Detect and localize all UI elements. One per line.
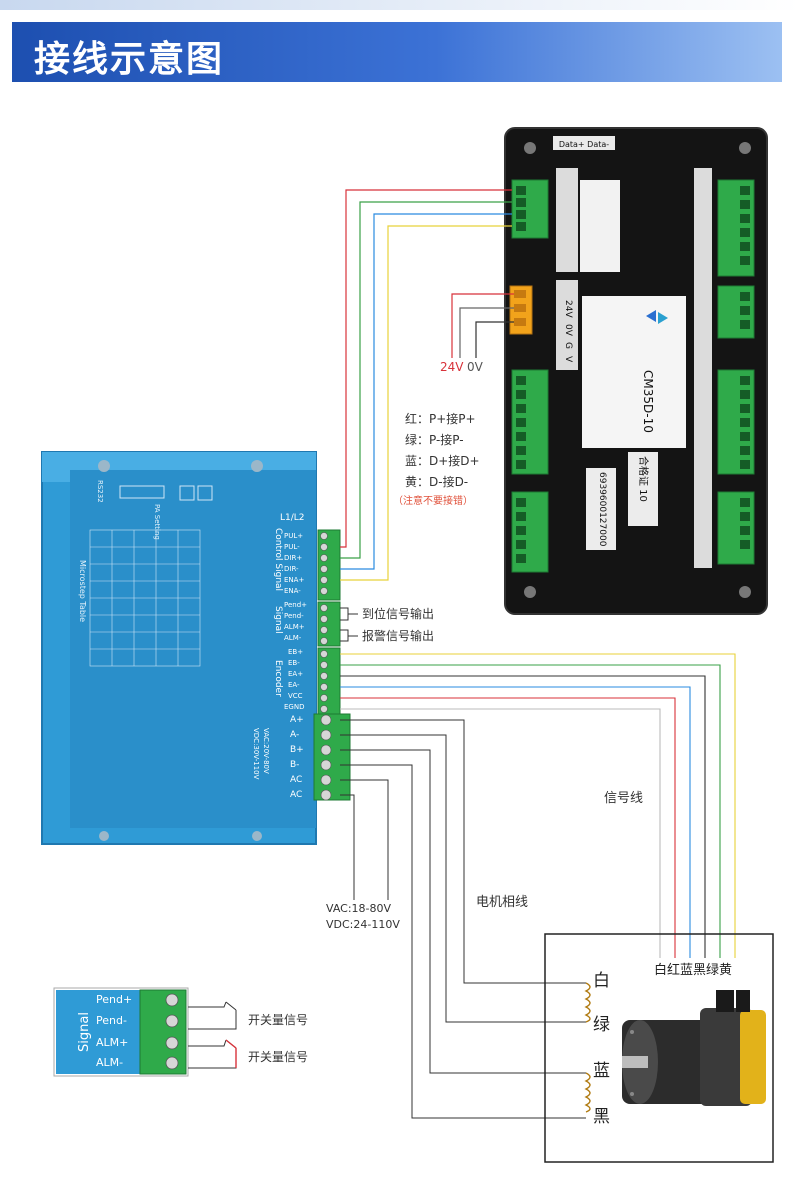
motor-phase-label-green: 绿	[593, 1015, 610, 1035]
driver-encoder-pin-5: EGND	[284, 703, 304, 711]
motor-phase-wires	[340, 719, 586, 1119]
driver-control-pin-2: DIR+	[284, 554, 302, 562]
driver-power-spec-1: VDC:30V-110V	[252, 728, 260, 780]
driver-encoder-pin-4: VCC	[288, 692, 303, 700]
driver-encoder-pin-3: EA-	[288, 681, 300, 689]
signal-output-alarm: 报警信号输出	[362, 628, 434, 643]
controller-top-label: Data+ Data-	[559, 140, 609, 149]
note-blue: 蓝：D+接D+	[405, 453, 480, 468]
controller-power-pins-2: G	[563, 342, 573, 349]
note-yellow: 黄：D-接D-	[405, 474, 468, 489]
vac-label: VAC:18-80V	[326, 902, 392, 915]
driver-signal-pin-2: ALM+	[284, 623, 305, 631]
signal-output-in-position: 到位信号输出	[362, 606, 434, 621]
motor-phase-label-black: 黑	[593, 1107, 610, 1127]
controller-unit: Data+ Data-	[504, 127, 768, 615]
note-green: 绿：P-接P-	[405, 432, 464, 447]
driver-signal-pin-1: Pend-	[284, 612, 304, 620]
driver-control-group: Control Signal	[273, 528, 283, 591]
inset-pin-3: ALM-	[96, 1056, 123, 1069]
controller-power-wires	[451, 293, 514, 358]
driver-side-label-rs232: RS232	[96, 480, 104, 503]
inset-group-label: Signal	[77, 1012, 92, 1052]
driver-encoder-pin-0: EB+	[288, 648, 303, 656]
motor-encoder-colors: 白红蓝黑绿黄	[654, 962, 732, 978]
control-signal-wires	[340, 189, 512, 581]
motor-phase-label-blue: 蓝	[593, 1061, 610, 1081]
controller-power-label-24v: 24V	[440, 360, 464, 374]
signal-line-label: 信号线	[604, 791, 643, 806]
motor-phase-label-white: 白	[593, 971, 610, 991]
driver-power-pin-1: A-	[290, 730, 299, 740]
driver-signal-pin-0: Pend+	[284, 601, 307, 609]
inset-signal-panel: Signal Pend+ Pend- ALM+ ALM-	[53, 987, 189, 1077]
driver-control-pin-4: ENA+	[284, 576, 304, 584]
inset-switch-wires	[188, 1001, 237, 1069]
inset-pin-0: Pend+	[96, 993, 132, 1006]
servo-driver: RS232 PA Setting Microstep Table L1/L2 C…	[41, 451, 351, 845]
driver-encoder-pin-2: EA+	[288, 670, 303, 678]
title-banner: 接线示意图	[12, 22, 782, 82]
driver-side-label-microstep: Microstep Table	[78, 560, 87, 622]
driver-power-pin-4: AC	[290, 775, 302, 785]
signal-output-brackets	[340, 607, 358, 642]
driver-side-label-pa-setting: PA Setting	[153, 504, 161, 540]
controller-serial: 6939600127000	[597, 472, 607, 547]
controller-power-pins-3: V	[563, 356, 573, 363]
inset-switch-label-2: 开关量信号	[248, 1050, 308, 1064]
servo-motor-icon	[622, 990, 766, 1106]
driver-control-pin-3: DIR-	[284, 565, 299, 573]
driver-power-pin-5: AC	[290, 790, 302, 800]
driver-power-pin-2: B+	[290, 745, 304, 755]
driver-power-pin-3: B-	[290, 760, 299, 770]
driver-signal-pin-3: ALM-	[284, 634, 302, 642]
motor-phase-label: 电机相线	[476, 895, 528, 910]
inset-pin-2: ALM+	[96, 1036, 128, 1049]
encoder-wires	[340, 653, 736, 958]
controller-power-label-0v: 0V	[467, 360, 484, 374]
motor-box: 白红蓝黑绿黄 白 绿 蓝 黑	[544, 933, 774, 1163]
note-red: 红：P+接P+	[405, 411, 476, 426]
driver-control-pin-0: PUL+	[284, 532, 303, 540]
driver-encoder-group: Encoder	[273, 660, 283, 697]
inset-pin-1: Pend-	[96, 1014, 127, 1027]
driver-signal-group: Signal	[273, 606, 283, 634]
controller-model: CM35D-10	[641, 370, 655, 433]
driver-section-top: L1/L2	[280, 513, 305, 523]
driver-control-pin-1: PUL-	[284, 543, 300, 551]
top-strip	[0, 0, 800, 10]
controller-cert: 合格证 10	[637, 456, 650, 502]
vdc-label: VDC:24-110V	[326, 918, 400, 931]
driver-power-pin-0: A+	[290, 715, 304, 725]
driver-power-spec-0: VAC:20V-80V	[262, 728, 270, 774]
page-title: 接线示意图	[34, 39, 225, 80]
controller-power-pins-1: 0V	[563, 324, 573, 337]
inset-switch-label-1: 开关量信号	[248, 1013, 308, 1027]
controller-power-pins-0: 24V	[563, 300, 573, 318]
driver-control-pin-5: ENA-	[284, 587, 301, 595]
note-warning: （注意不要接错）	[393, 494, 473, 507]
driver-encoder-pin-1: EB-	[288, 659, 300, 667]
